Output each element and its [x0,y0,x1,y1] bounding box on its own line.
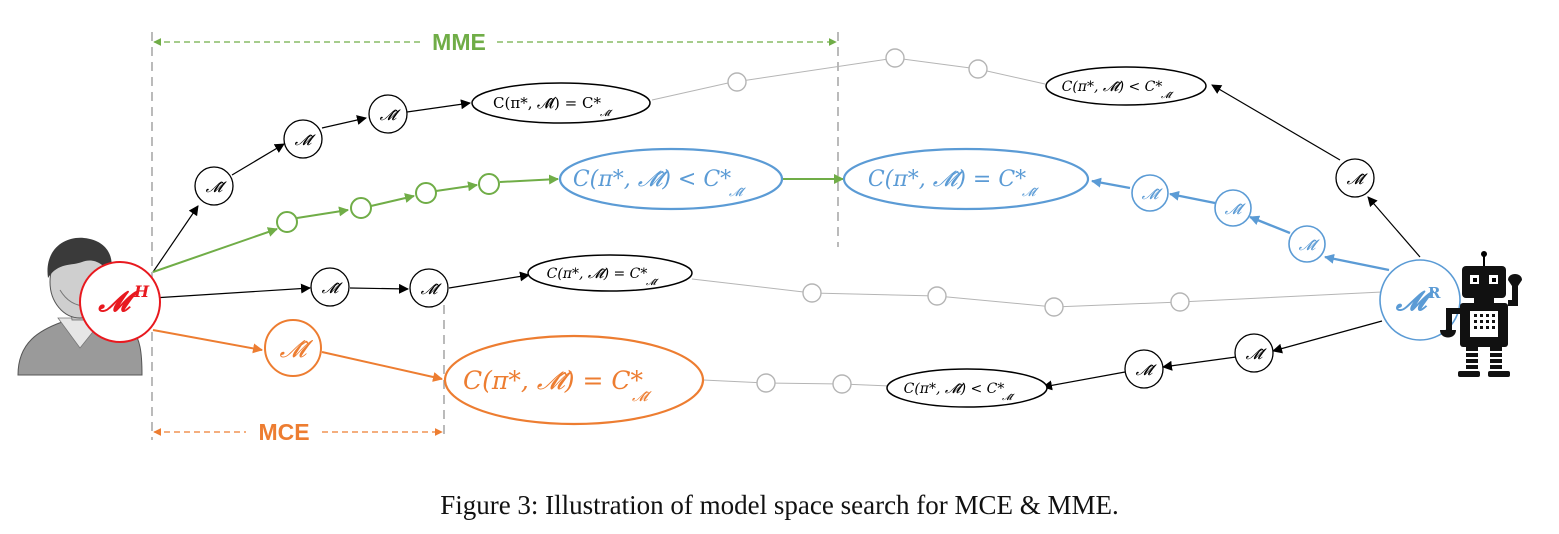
svg-text:C(π*, 𝓜̂) = C*: C(π*, 𝓜̂) = C* [463,366,643,395]
svg-text:𝓜̂: 𝓜̂ [322,279,344,297]
edge-r-top-1 [1367,196,1421,258]
model-node-orange: 𝓜̂ [264,319,322,377]
cost-equal-middle: C(π*, 𝓜̂) = C* 𝓜̂ [527,254,693,292]
edge-r-bot-2 [1162,356,1237,371]
model-node-blue: 𝓜̂ [1288,225,1326,263]
model-node-blue: 𝓜̂ [1131,174,1169,212]
cost-less-blue: C(π*, 𝓜̂) < C* 𝓜̂ [558,147,784,211]
svg-text:𝓜̂: 𝓜̂ [1161,91,1174,101]
svg-text:C(π*, 𝓜̂) = C*: C(π*, 𝓜̂) = C* [493,94,601,112]
model-node: 𝓜̂ [1234,333,1274,373]
edge-h-top-1 [152,205,199,273]
green-node [415,182,437,204]
svg-text:C(π*, 𝓜̂) = C*: C(π*, 𝓜̂) = C* [547,266,648,282]
svg-text:𝓜̂: 𝓜̂ [1022,185,1039,199]
figure-caption: Figure 3: Illustration of model space se… [440,490,1119,520]
edge-blue-2 [1249,215,1291,235]
edge-green-1 [152,227,278,273]
svg-text:H: H [133,282,150,301]
empty-node [802,283,822,303]
cost-less-bottom: C(π*, 𝓜̂) < C* 𝓜̂ [886,368,1048,408]
green-node [478,173,500,195]
edge-mid-2 [349,283,409,294]
empty-node [1044,297,1064,317]
empty-node [1170,292,1190,312]
svg-text:R: R [1428,284,1441,302]
green-node [276,211,298,233]
svg-text:𝓜̂: 𝓜̂ [380,106,402,124]
svg-text:C(π*, 𝓜̂) < C*: C(π*, 𝓜̂) < C* [904,381,1005,397]
svg-text:𝓜̂: 𝓜̂ [632,389,652,405]
model-node: 𝓜̂ [1124,349,1164,389]
edge-green-2 [296,206,349,219]
edge-r-bot-3 [1042,371,1126,391]
svg-text:𝓜̂: 𝓜̂ [1002,393,1015,403]
cost-less-top: C(π*, 𝓜̂) < C* 𝓜̂ [1045,66,1207,106]
cost-equal-orange: C(π*, 𝓜̂) = C* 𝓜̂ [443,334,705,426]
svg-text:𝓜̂: 𝓜̂ [1347,170,1369,188]
svg-text:𝓜̂: 𝓜̂ [1136,361,1158,379]
model-node: 𝓜̂ [194,166,234,206]
model-node: 𝓜̂ [310,267,350,307]
human-model-node: 𝓜 H [79,261,161,343]
edge-green-5 [499,174,559,185]
svg-text:𝓜̂: 𝓜̂ [1225,200,1247,218]
edge-mid-1 [152,283,311,299]
model-node: 𝓜̂ [283,119,323,159]
edge-bottom-faded [702,379,891,387]
svg-text:𝓜̂: 𝓜̂ [421,280,443,298]
svg-text:𝓜̂: 𝓜̂ [206,178,228,196]
empty-node [968,59,988,79]
robot-icon [1440,251,1522,377]
edge-blue-1 [1324,253,1390,272]
empty-node [885,48,905,68]
cost-equal-blue: C(π*, 𝓜̂) = C* 𝓜̂ [842,147,1090,211]
empty-node [927,286,947,306]
model-node: 𝓜̂ [368,94,408,134]
edge-h-top-4 [406,99,471,113]
svg-text:𝓜̂: 𝓜̂ [600,109,613,119]
empty-node [832,374,852,394]
cost-equal-top: C(π*, 𝓜̂) = C* 𝓜̂ [471,82,651,124]
empty-node [727,72,747,92]
edge-mid-faded [691,278,1383,308]
empty-node [756,373,776,393]
svg-text:C(π*, 𝓜̂) < C*: C(π*, 𝓜̂) < C* [573,167,731,192]
mce-label: MCE [258,419,309,445]
edge-r-bot-1 [1272,320,1383,354]
svg-text:𝓜̂: 𝓜̂ [1246,345,1268,363]
edge-orange-2 [321,351,443,382]
model-space-diagram: MME MCE [17,29,1522,445]
model-node: 𝓜̂ [409,268,449,308]
green-node [350,197,372,219]
svg-text:𝓜̂: 𝓜̂ [646,278,659,288]
edge-blue-3 [1169,190,1216,205]
edge-r-top-2 [1211,84,1341,161]
svg-text:C(π*, 𝓜̂) < C*: C(π*, 𝓜̂) < C* [1062,79,1163,95]
svg-text:C(π*, 𝓜̂) = C*: C(π*, 𝓜̂) = C* [868,167,1026,192]
mme-label: MME [432,29,486,55]
svg-text:𝓜̂: 𝓜̂ [1142,185,1164,203]
edge-h-top-3 [321,115,367,129]
robot-model-node: 𝓜 R [1379,259,1461,341]
edge-blue-4 [1091,177,1131,190]
model-node: 𝓜̂ [1335,158,1375,198]
edge-h-top-2 [231,143,285,176]
edge-mid-3 [448,271,530,289]
edge-green-3 [370,193,415,207]
edge-green-4 [435,181,478,192]
svg-text:𝓜̂: 𝓜̂ [295,131,317,149]
model-node-blue: 𝓜̂ [1214,189,1252,227]
svg-text:𝓜̂: 𝓜̂ [1299,236,1321,254]
edge-orange-1 [152,329,263,354]
svg-text:𝓜̂: 𝓜̂ [729,185,746,199]
